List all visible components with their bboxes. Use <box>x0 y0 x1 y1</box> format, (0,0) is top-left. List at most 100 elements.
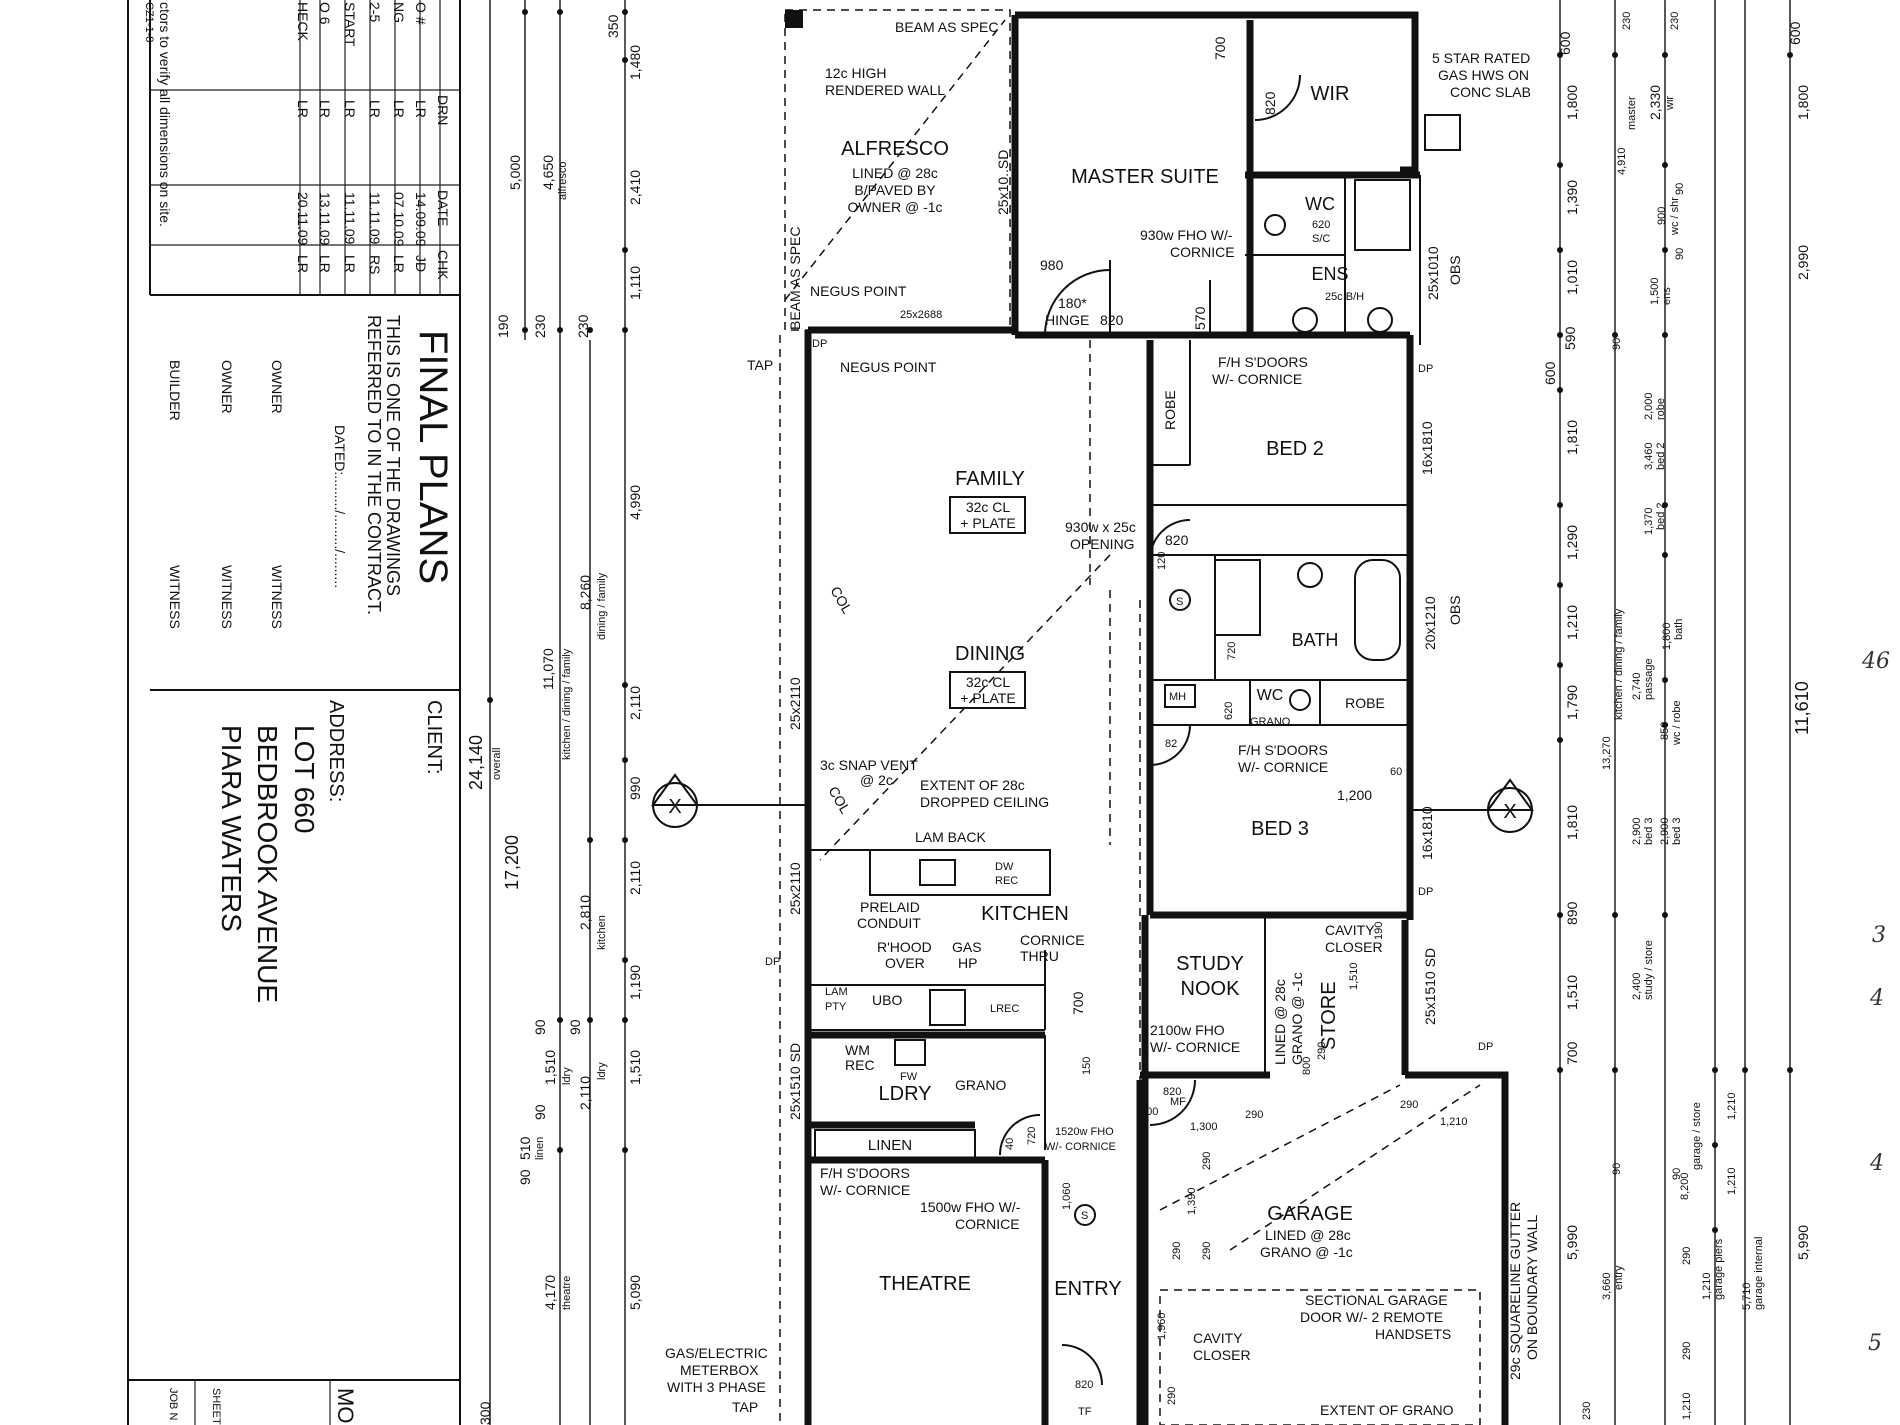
rroom-v: 2,400 <box>1631 972 1643 1000</box>
note-s-1: S <box>1176 596 1183 608</box>
note-beam-side: BEAM AS SPEC <box>787 227 803 330</box>
dim-overall: 24,140 <box>466 735 486 790</box>
rroom-s: passage <box>1643 658 1655 700</box>
note-hinge-2: HINGE <box>1045 312 1089 328</box>
note-hws-1: 5 STAR RATED <box>1432 50 1530 66</box>
room-master-suite: MASTER SUITE <box>1071 166 1219 188</box>
room-robe-1: ROBE <box>1162 390 1178 430</box>
note-fho-1500-2: CORNICE <box>955 1216 1020 1232</box>
rdim-lower: 5,990 <box>1795 1225 1811 1260</box>
rroom-s: garage internal <box>1753 1237 1765 1310</box>
sign-owner-2: OWNER <box>219 360 235 414</box>
note-win-5: 25x1510 SD <box>1422 948 1438 1025</box>
section-x-right: X <box>1503 801 1516 823</box>
dim-11070: 11,070 <box>540 648 556 690</box>
plan-notes: BEAM AS SPEC 12c HIGH RENDERED WALL BEAM… <box>665 19 1540 1418</box>
chain-2410: 2,410 <box>627 170 643 205</box>
rchain: 590 <box>1562 326 1578 350</box>
rroom-s: bed 3 <box>1643 817 1655 845</box>
small-90a: 90 <box>532 1019 548 1035</box>
room-garage: GARAGE <box>1267 1203 1353 1225</box>
rchain: 1,210 <box>1564 605 1580 640</box>
note-opening-1: 930w x 25c <box>1065 519 1136 535</box>
room-store: STORE <box>1318 981 1340 1050</box>
note-rendered-1: 12c HIGH <box>825 65 886 81</box>
small-90d: 90 <box>532 1104 548 1120</box>
note-dw-1: DW <box>995 861 1014 873</box>
address-label: ADDRESS: <box>325 700 347 802</box>
rroom-v: 2,900 <box>1659 817 1671 845</box>
chain-350: 350 <box>605 14 621 38</box>
idim: 980 <box>1040 257 1064 273</box>
note-win-6: 25x10..SD <box>995 150 1011 215</box>
note-garage-door-1: SECTIONAL GARAGE <box>1305 1292 1448 1308</box>
handwritten-mark: 4 <box>1869 1151 1884 1176</box>
rev-chk: LR <box>295 255 311 273</box>
idim: 1,060 <box>1061 1182 1073 1210</box>
wc-620: 620 <box>1312 219 1330 231</box>
note-lam-2: PTY <box>825 1001 847 1013</box>
dim-8260: 8,260 <box>577 575 593 610</box>
rchain: 1,290 <box>1564 525 1580 560</box>
note-rendered-2: RENDERED WALL <box>825 82 945 98</box>
room-alfresco: ALFRESCO <box>841 138 949 160</box>
idim: 800 <box>1140 1106 1158 1118</box>
room-ldry: LDRY <box>879 1083 932 1105</box>
note-cavity-1b: CLOSER <box>1325 939 1383 955</box>
rsmall: 230 <box>1669 12 1681 30</box>
note-dining-clg-2: + PLATE <box>960 690 1015 706</box>
rchain: 1,010 <box>1564 260 1580 295</box>
note-wm-1: WM <box>845 1042 870 1058</box>
handwritten-mark: 5 <box>1868 1331 1882 1356</box>
sign-witness-1: WITNESS <box>269 565 285 629</box>
section-marker-left: X <box>651 773 805 828</box>
dim-4170: 4,170 <box>542 1275 558 1310</box>
title-block: DRN DATE CHK O # NG 2-5 START O 6 HECK L… <box>127 0 461 1425</box>
rev-drn: LR <box>413 100 429 118</box>
rroom-s: bed 2 <box>1655 442 1667 470</box>
note-win-2: 16x1810 <box>1419 421 1435 475</box>
handwritten-marks: 46 3 4 4 5 <box>1861 649 1890 1356</box>
idim: 40 <box>1004 1138 1016 1150</box>
rroom-v: 3,660 <box>1601 1272 1613 1300</box>
note-rhood-2: OVER <box>885 955 925 971</box>
dim-4650: 4,650 <box>540 155 556 190</box>
address-line-2: BEDBROOK AVENUE <box>252 725 283 1003</box>
room-theatre: THEATRE <box>879 1273 971 1295</box>
section-x-left: X <box>668 796 681 818</box>
rroom-v: 4,910 <box>1616 147 1628 175</box>
rchain: 600 <box>1542 361 1558 385</box>
note-obs-2: OBS <box>1447 595 1463 625</box>
rsmall: 90 <box>1611 1163 1623 1175</box>
note-opening-2: OPENING <box>1070 536 1135 552</box>
idim: 720 <box>1026 1127 1038 1145</box>
rev-date: 14.09.09 <box>413 192 429 247</box>
idim: 570 <box>1192 306 1208 330</box>
idim: 1,960 <box>1156 1312 1168 1340</box>
room-entry: ENTRY <box>1054 1278 1121 1300</box>
note-fw: FW <box>900 1071 918 1083</box>
room-kitchen: KITCHEN <box>981 903 1069 925</box>
final-plans-title: FINAL PLANS <box>411 330 455 584</box>
rev-chk: RS <box>367 255 383 274</box>
note-win-1: 25x1010 <box>1425 246 1441 300</box>
idim: 1,390 <box>1186 1187 1198 1215</box>
chain-1480: 1,480 <box>627 45 643 80</box>
rroom-v: 850 <box>1659 722 1671 740</box>
alfresco-note-1: LINED @ 28c <box>852 165 938 181</box>
rroom-s: master <box>1626 96 1638 130</box>
rev-chk: LR <box>391 255 407 273</box>
idim: 60 <box>1390 766 1402 778</box>
note-tf: TF <box>1078 1406 1092 1418</box>
rroom-v: 8,200 <box>1679 1172 1691 1200</box>
room-study: STUDY <box>1176 953 1244 975</box>
note-sdoors-3a: F/H S'DOORS <box>820 1165 910 1181</box>
idim: 1,200 <box>1337 787 1372 803</box>
header-chk: CHK <box>435 250 451 280</box>
rchain: 5,990 <box>1564 1225 1580 1260</box>
rdim-upper: 2,990 <box>1795 245 1811 280</box>
room-nook: NOOK <box>1181 978 1241 1000</box>
dim-1510: 1,510 <box>542 1050 558 1085</box>
note-grano: GRANO <box>955 1077 1006 1093</box>
room-bed3: BED 3 <box>1251 818 1309 840</box>
